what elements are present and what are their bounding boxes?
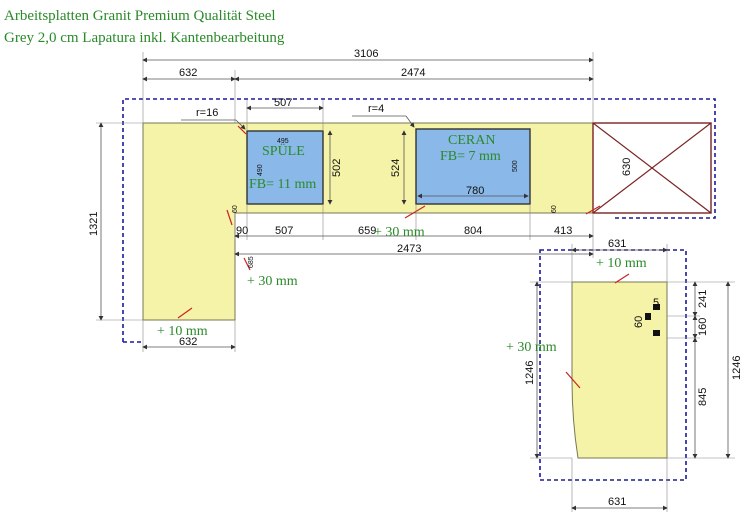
dim-row2-a: 90 [236, 225, 248, 237]
dim-island-5: 5 [653, 297, 659, 309]
ceran-width: 780 [466, 185, 484, 197]
dim-row2-b: 507 [275, 225, 293, 237]
dim-row2-d: 804 [464, 225, 482, 237]
seam-mark [614, 273, 630, 284]
island-fixture-3 [653, 330, 660, 336]
appliance-box [592, 122, 712, 214]
dim-island-top: 631 [608, 238, 626, 250]
note-plus30-left: + 30 mm [247, 274, 298, 289]
sink-label: SPÜLE [262, 142, 305, 159]
seam-mark [237, 125, 247, 135]
seam-mark [404, 205, 426, 219]
note-plus30-mid: + 30 mm [374, 225, 425, 240]
dim-ceran-left-height: 524 [390, 159, 402, 177]
main-counter-outline [122, 98, 716, 342]
island-fixture-1 [653, 304, 660, 310]
note-plus30-island: + 30 mm [506, 340, 557, 355]
seam-mark [177, 307, 193, 319]
radius-left: r=16 [196, 107, 218, 119]
header-line-1: Arbeitsplatten Granit Premium Qualität S… [4, 8, 276, 24]
dim-left-top: 632 [179, 67, 197, 79]
dim-island-241: 241 [697, 290, 709, 308]
seam-mark [226, 209, 233, 226]
dim-island-left-height: 1246 [524, 361, 536, 385]
dim-island-bottom: 631 [608, 496, 626, 508]
dim-sink-height: 502 [331, 159, 343, 177]
seam-mark [243, 257, 251, 271]
dim-sink-width-top: 507 [274, 97, 292, 109]
dim-island-845: 845 [697, 388, 709, 406]
dim-row2-e: 413 [554, 225, 572, 237]
note-plus10-island: + 10 mm [596, 256, 647, 271]
ceran-fb-label: FB= 7 mm [440, 149, 501, 164]
ceran-cutout [415, 128, 531, 205]
island-countertop [571, 281, 668, 459]
dim-vertical-685: 685 [248, 256, 255, 268]
note-plus10-left: + 10 mm [157, 324, 208, 339]
dim-small-right: 60 [551, 205, 558, 213]
ceran-label: CERAN [448, 133, 495, 148]
ceran-inner-height: 500 [512, 160, 519, 172]
dim-appliance-depth: 630 [621, 158, 633, 176]
dim-island-right-height: 1246 [731, 356, 743, 380]
dim-total-top: 3106 [354, 48, 378, 60]
sink-cutout [246, 130, 324, 205]
dim-island-160: 160 [697, 318, 709, 336]
header-line-2: Grey 2,0 cm Lapatura inkl. Kantenbearbei… [4, 30, 285, 46]
sink-inner-height: 490 [257, 164, 264, 176]
sink-fb-label: FB= 11 mm [249, 177, 316, 192]
radius-mid: r=4 [368, 103, 384, 115]
dim-row2-c: 659 [358, 225, 376, 237]
dim-small-left: 60 [232, 205, 239, 213]
sink-inner-width: 495 [277, 138, 289, 145]
dim-right-top: 2474 [401, 67, 425, 79]
dim-island-60: 60 [633, 316, 645, 328]
dim-bottom-left: 632 [179, 336, 197, 348]
seam-mark [585, 205, 601, 215]
dim-row3-total: 2473 [397, 243, 421, 255]
seam-mark [565, 371, 581, 389]
island-fixture-2 [645, 313, 651, 320]
dim-left-height: 1321 [88, 212, 100, 236]
